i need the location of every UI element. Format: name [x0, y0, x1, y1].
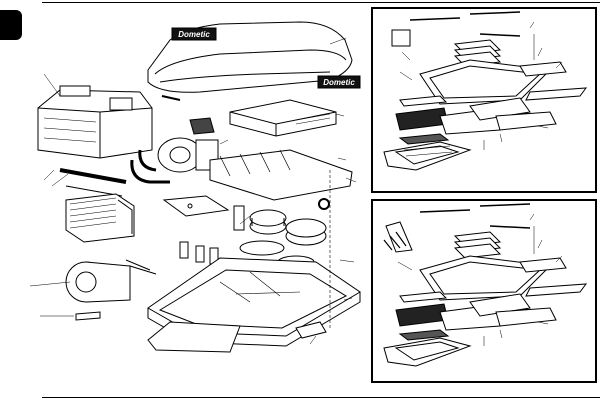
seal-strip: [295, 321, 327, 339]
small-bracket: [75, 311, 101, 321]
refrigerant-tubes: [130, 149, 170, 184]
bottom-rule: [42, 397, 600, 398]
condenser-fan: [65, 261, 131, 303]
evaporator-coil: [65, 193, 135, 243]
top-rule: [42, 2, 600, 3]
blower-wheels: [239, 198, 330, 269]
badge-brand-text: Dometic: [323, 78, 355, 87]
brand-badge: Dometic: [317, 75, 361, 89]
control-board: [162, 195, 230, 217]
lid-brand-text: Dometic: [178, 30, 210, 39]
mounting-frame: [209, 149, 353, 201]
screw-part: [161, 95, 181, 101]
wire-harness: [125, 259, 157, 275]
lid-brand-plate: Dometic: [171, 27, 217, 41]
leader-lines: [29, 37, 357, 345]
roof-gasket: [147, 321, 241, 353]
blower-housing: [37, 85, 153, 159]
section-tab: [0, 10, 22, 40]
air-filter-panel: [229, 99, 337, 137]
capacitors: [179, 205, 245, 265]
